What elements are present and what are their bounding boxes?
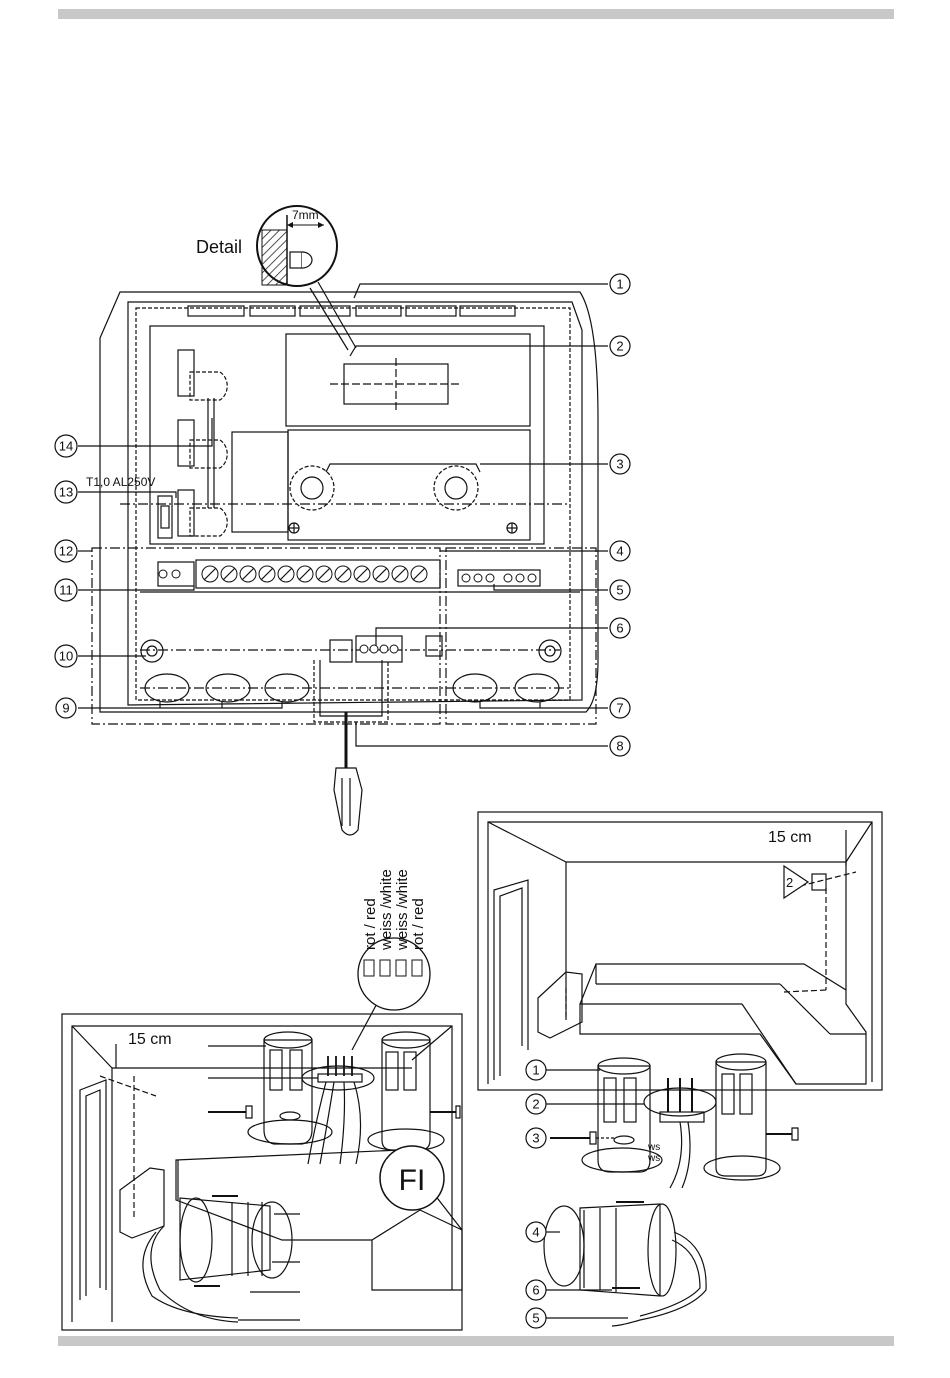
left-height-label: 15 cm [128,1031,172,1048]
right-callout-3: 3 [526,1128,546,1148]
svg-text:2: 2 [616,339,623,354]
right-callout-2: 2 [526,1094,546,1114]
right-room [478,812,882,1090]
callout-14: 14 [55,435,77,457]
wire-color-1: rot / red [362,898,379,950]
callout-4: 4 [610,541,630,561]
ws-label-2: ws [647,1153,660,1164]
detail-magnifier [257,206,356,350]
svg-text:6: 6 [532,1283,539,1298]
callout-8: 8 [610,736,630,756]
wire-color-2: weiss /white [378,869,395,951]
wire-color-4: rot / red [410,898,427,950]
sensor-number: 2 [786,875,793,890]
callout-9: 9 [56,698,76,718]
svg-text:4: 4 [532,1225,539,1240]
callout-13: 13 [55,481,77,503]
detail-title: Detail [196,237,242,257]
svg-text:14: 14 [59,439,73,454]
svg-text:1: 1 [616,277,623,292]
svg-text:3: 3 [532,1131,539,1146]
callout-6: 6 [610,618,630,638]
callout-2: 2 [610,336,630,356]
fuse-rating-label: T1,0 AL250V [86,475,155,489]
svg-text:2: 2 [532,1097,539,1112]
svg-text:1: 1 [532,1063,539,1078]
callout-10: 10 [55,645,77,667]
svg-text:7: 7 [616,701,623,716]
svg-text:12: 12 [59,544,73,559]
svg-text:9: 9 [62,701,69,716]
right-callout-6: 6 [526,1280,546,1300]
svg-text:5: 5 [532,1311,539,1326]
right-callout-5: 5 [526,1308,546,1328]
svg-text:5: 5 [616,583,623,598]
detail-dimension-label: 7mm [292,208,319,222]
screwdriver [334,712,362,835]
svg-text:13: 13 [59,485,73,500]
callout-5: 5 [610,580,630,600]
callout-7: 7 [610,698,630,718]
fi-label: FI [399,1164,426,1197]
svg-text:6: 6 [616,621,623,636]
svg-text:11: 11 [59,583,73,598]
svg-text:4: 4 [616,544,623,559]
right-height-label: 15 cm [768,829,812,846]
fi-marker: FI [380,1146,444,1210]
svg-text:10: 10 [59,649,73,664]
svg-text:3: 3 [616,457,623,472]
right-callout-1: 1 [526,1060,546,1080]
right-callout-4: 4 [526,1222,546,1242]
wire-color-3: weiss /white [394,869,411,951]
callout-1: 1 [610,274,630,294]
ws-label-1: ws [647,1142,660,1153]
callout-11: 11 [55,579,77,601]
svg-text:8: 8 [616,739,623,754]
callout-12: 12 [55,540,77,562]
control-unit-housing [92,292,598,724]
right-components [544,1054,798,1326]
callout-3: 3 [610,454,630,474]
